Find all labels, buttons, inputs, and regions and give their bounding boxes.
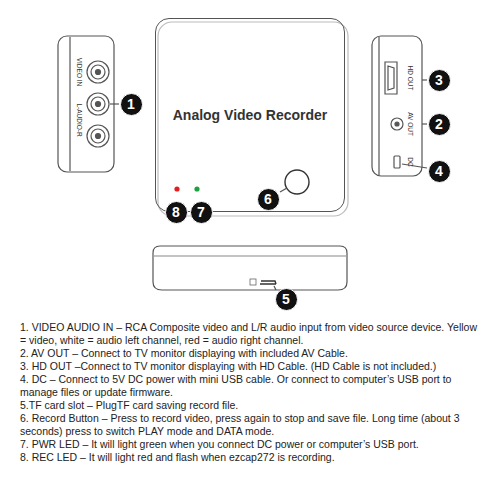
leader-line (274, 286, 276, 290)
callout-text: 7 (197, 205, 205, 219)
description-line: 3. HD OUT –Connect to TV monitor display… (20, 360, 486, 373)
rca-jacks (87, 61, 109, 147)
description-line: 8. REC LED – It will light red and flash… (20, 451, 486, 464)
callout-number: 7 (190, 201, 213, 224)
leader-line (110, 103, 119, 104)
port-label: HD OUT (407, 66, 414, 91)
tf-card-slot (260, 281, 276, 284)
callout-text: 8 (172, 205, 180, 219)
rec-led (174, 186, 179, 191)
callout-number: 1 (120, 93, 143, 116)
callout-number: 2 (428, 113, 451, 136)
description-line: 2. AV OUT – Connect to TV monitor displa… (20, 347, 486, 360)
panel-edge (378, 37, 379, 175)
box-shadow (158, 22, 348, 216)
left-panel (58, 36, 114, 172)
port-label: VIDEO IN (76, 58, 83, 87)
record-button (285, 170, 309, 194)
callout-number: 5 (275, 288, 298, 311)
port-label: AV OUT (407, 112, 414, 136)
description-line: 5.TF card slot – PlugTF card saving reco… (20, 399, 486, 412)
description-line: 4. DC – Connect to 5V DC power with mini… (20, 373, 486, 399)
callout-number: 4 (428, 160, 451, 183)
port-label: L-AUDIO-R (76, 103, 83, 136)
leader-line (422, 123, 427, 124)
device-name: Analog Video Recorder (173, 107, 328, 123)
mini-usb-port (394, 156, 400, 168)
callout-text: 1 (127, 97, 135, 111)
panel-edge (69, 37, 70, 171)
callout-text: 5 (282, 292, 290, 306)
bottom-edge (154, 255, 346, 256)
description-list: 1. VIDEO AUDIO IN – RCA Composite video … (20, 321, 486, 464)
pwr-led (194, 186, 199, 191)
callout-number: 3 (428, 69, 451, 92)
hdmi-port (385, 62, 397, 94)
callout-text: 6 (264, 192, 272, 206)
callout-text: 2 (435, 117, 443, 131)
device-top-view: Analog Video Recorder (155, 18, 345, 212)
leader-line (422, 79, 427, 80)
callout-text: 4 (435, 164, 443, 178)
callout-text: 3 (435, 73, 443, 87)
leader-line (402, 164, 427, 168)
description-line: 6. Record Button – Press to record video… (20, 412, 486, 438)
port-label: DC (407, 157, 414, 166)
callout-number: 6 (257, 188, 280, 211)
callout-number: 8 (165, 201, 188, 224)
card-icon (250, 279, 256, 285)
leader-line (280, 188, 287, 192)
description-line: 7. PWR LED – It will light green when yo… (20, 438, 486, 451)
right-panel (372, 36, 422, 176)
av-out-jack (391, 118, 403, 130)
hdmi-port-inner (388, 66, 394, 90)
bottom-view (153, 246, 347, 290)
description-line: 1. VIDEO AUDIO IN – RCA Composite video … (20, 321, 486, 347)
